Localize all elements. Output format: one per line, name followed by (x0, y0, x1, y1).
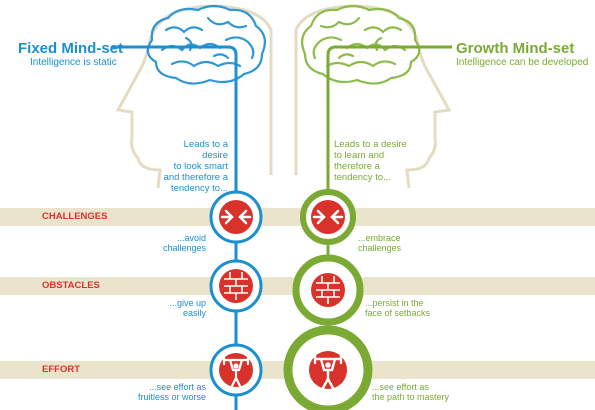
growth-brain-icon (300, 4, 421, 85)
growth-desire-text: Leads to a desire to learn and therefore… (334, 139, 407, 183)
growth-mindset-title: Growth Mind-set (456, 40, 575, 57)
row-label-effort: EFFORT (42, 364, 80, 375)
fixed-mindset-subtitle: Intelligence is static (30, 57, 117, 68)
growth-mindset-subtitle: Intelligence can be developed (456, 57, 589, 68)
fixed-desire-text: Leads to a desire to look smart and ther… (163, 139, 228, 194)
fixed-brain-icon (146, 4, 267, 85)
fixed-head-outline (115, 4, 273, 189)
growth-response-challenges: ...embrace challenges (358, 233, 402, 254)
fixed-response-obstacles: ...give up easily (169, 298, 206, 319)
row-label-challenges: CHALLENGES (42, 211, 108, 222)
growth-response-obstacles: ...persist in the face of setbacks (365, 298, 431, 319)
growth-brick-wall-icon (311, 273, 345, 307)
fixed-response-challenges: ...avoid challenges (162, 233, 206, 254)
growth-weightlifter-icon (309, 351, 347, 390)
fixed-mindset-title: Fixed Mind-set (18, 40, 124, 57)
row-label-obstacles: OBSTACLES (42, 280, 100, 291)
fixed-leader-line (112, 45, 238, 410)
growth-response-effort: ...see effort as the path to mastery (372, 382, 450, 403)
growth-leader-line (326, 45, 452, 410)
fixed-brick-wall-icon (219, 269, 253, 303)
fixed-weightlifter-icon (219, 353, 253, 388)
growth-head-outline (294, 4, 452, 189)
growth-arrows-icon (311, 200, 345, 234)
band-challenges (0, 208, 595, 226)
fixed-response-effort: ...see effort as fruitless or worse (137, 382, 206, 403)
fixed-arrows-icon (219, 200, 253, 234)
